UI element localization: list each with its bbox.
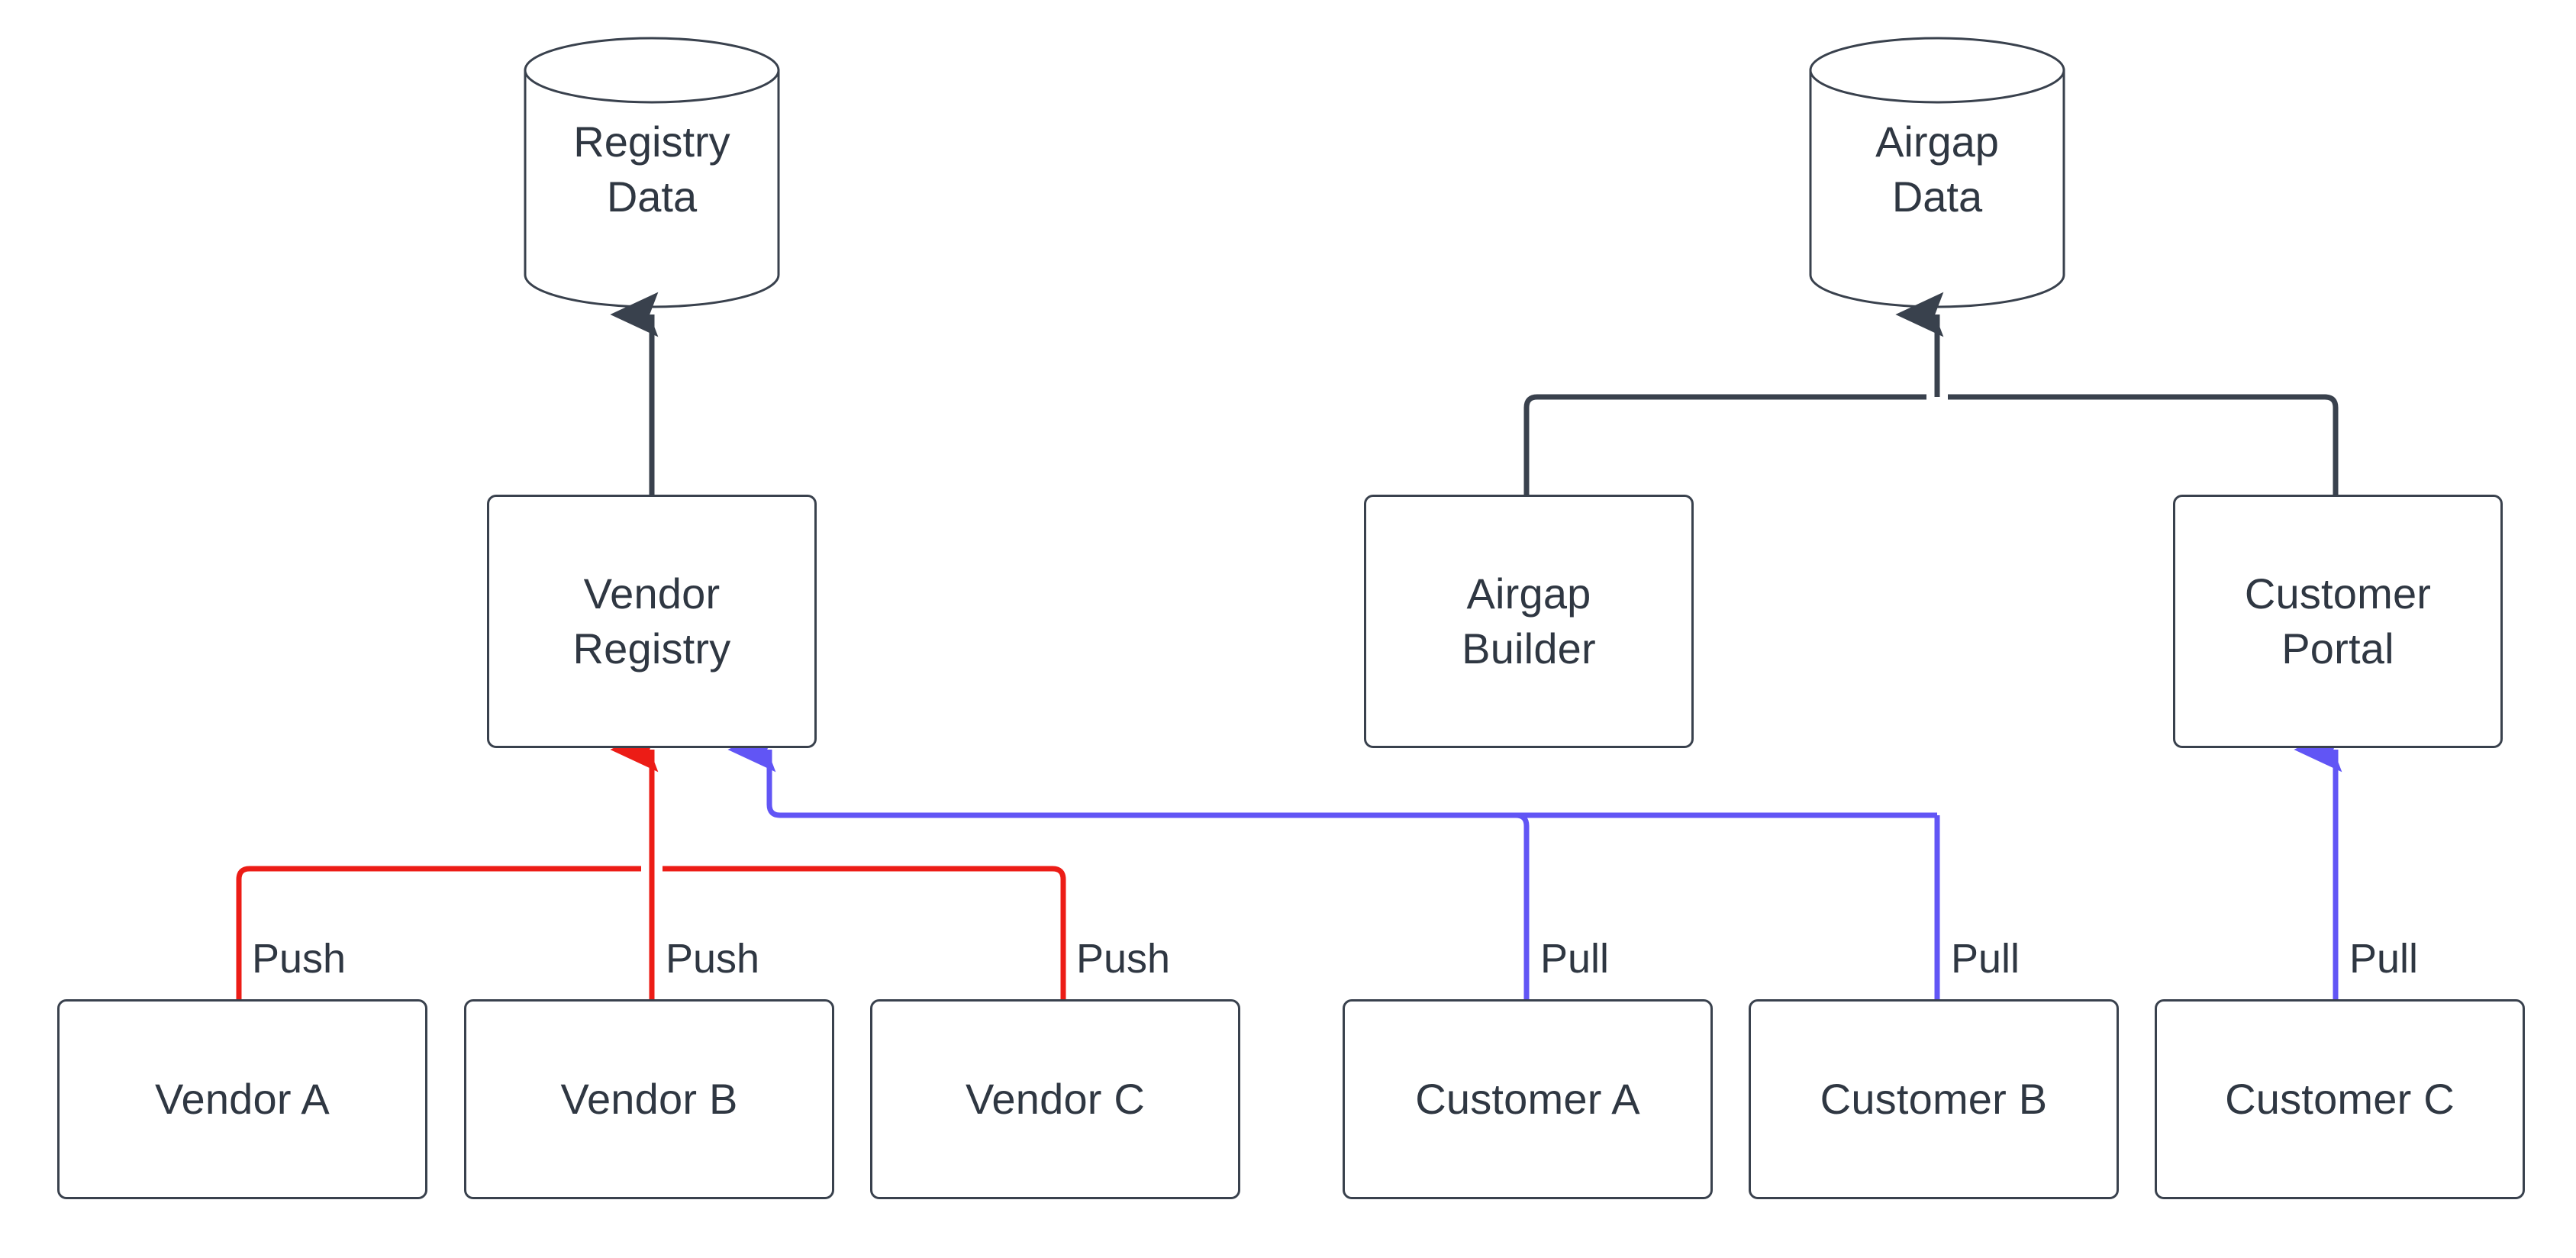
airgap-data-line1: Airgap xyxy=(1875,118,1999,166)
customer-b-label: Customer B xyxy=(1820,1075,2048,1124)
airgap-builder-line2: Builder xyxy=(1462,624,1596,673)
node-vendor-a[interactable]: Vendor A xyxy=(57,999,427,1199)
node-vendor-c[interactable]: Vendor C xyxy=(870,999,1240,1199)
airgap-data-line2: Data xyxy=(1891,172,1983,221)
edge-label-push-1: Push xyxy=(252,936,347,982)
node-airgap-builder[interactable]: Airgap Builder xyxy=(1364,495,1694,748)
edge-label-pull-3: Pull xyxy=(2349,936,2419,982)
node-customer-portal[interactable]: Customer Portal xyxy=(2173,495,2503,748)
vendor-registry-line1: Vendor xyxy=(583,569,721,618)
edge-label-push-3: Push xyxy=(1076,936,1171,982)
airgap-data-cylinder xyxy=(1809,37,2065,308)
edge-vendor-c-push xyxy=(663,866,1066,999)
registry-data-line2: Data xyxy=(606,172,698,221)
customer-portal-line2: Portal xyxy=(2281,624,2394,673)
edge-airgap-builder-to-airgap-data xyxy=(1523,394,1926,495)
registry-data-line1: Registry xyxy=(573,118,730,166)
customer-portal-line1: Customer xyxy=(2244,569,2432,618)
vendor-c-label: Vendor C xyxy=(965,1075,1146,1124)
node-customer-a[interactable]: Customer A xyxy=(1343,999,1713,1199)
vendor-registry-line2: Registry xyxy=(572,624,731,673)
customer-c-label: Customer C xyxy=(2225,1075,2455,1124)
node-customer-b[interactable]: Customer B xyxy=(1749,999,2119,1199)
registry-data-cylinder xyxy=(524,37,780,308)
edge-vendor-a-push xyxy=(236,866,641,999)
vendor-b-label: Vendor B xyxy=(560,1075,738,1124)
node-vendor-b[interactable]: Vendor B xyxy=(464,999,834,1199)
edge-customer-portal-to-airgap-data xyxy=(1948,394,2339,495)
vendor-a-label: Vendor A xyxy=(155,1075,330,1124)
node-vendor-registry[interactable]: Vendor Registry xyxy=(487,495,817,748)
edge-label-pull-2: Pull xyxy=(1951,936,2020,982)
airgap-data-label: Airgap Data xyxy=(1810,115,2064,224)
edge-label-push-2: Push xyxy=(666,936,760,982)
airgap-builder-line1: Airgap xyxy=(1466,569,1591,618)
registry-data-label: Registry Data xyxy=(525,115,779,224)
node-customer-c[interactable]: Customer C xyxy=(2155,999,2525,1199)
customer-a-label: Customer A xyxy=(1415,1075,1640,1124)
edge-label-pull-1: Pull xyxy=(1540,936,1610,982)
